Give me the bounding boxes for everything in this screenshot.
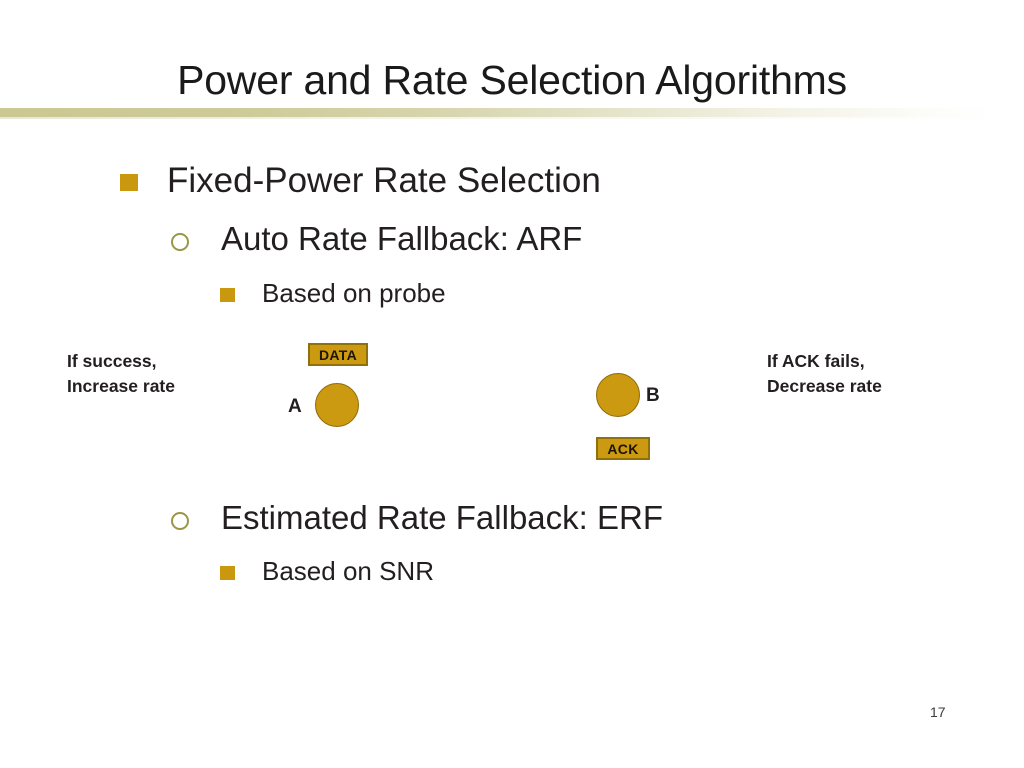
bullet-estimated-rate-fallback: Estimated Rate Fallback: ERF bbox=[171, 498, 663, 538]
annotation-line-1: If ACK fails, bbox=[767, 351, 865, 371]
annotation-if-ack-fails: If ACK fails, Decrease rate bbox=[767, 349, 882, 399]
hollow-circle-bullet-icon bbox=[171, 512, 189, 530]
filled-square-bullet-icon bbox=[120, 174, 138, 191]
hollow-circle-bullet-icon bbox=[171, 233, 189, 251]
node-a-label: A bbox=[288, 396, 302, 417]
annotation-line-2: Decrease rate bbox=[767, 376, 882, 396]
title-divider bbox=[0, 108, 1024, 117]
data-packet-box: DATA bbox=[308, 343, 368, 366]
bullet-label: Based on SNR bbox=[262, 556, 434, 586]
bullet-label: Auto Rate Fallback: ARF bbox=[221, 220, 583, 257]
bullet-based-on-snr: Based on SNR bbox=[220, 555, 434, 587]
bullet-fixed-power-rate-selection: Fixed-Power Rate Selection bbox=[120, 160, 601, 202]
bullet-label: Estimated Rate Fallback: ERF bbox=[221, 499, 663, 536]
page-title: Power and Rate Selection Algorithms bbox=[177, 57, 847, 103]
bullet-label: Fixed-Power Rate Selection bbox=[167, 161, 601, 200]
node-a-circle-icon bbox=[315, 383, 359, 427]
annotation-if-success: If success, Increase rate bbox=[67, 349, 175, 399]
annotation-line-2: Increase rate bbox=[67, 376, 175, 396]
page-number: 17 bbox=[930, 704, 946, 720]
node-b-label: B bbox=[646, 385, 660, 406]
filled-square-bullet-icon bbox=[220, 288, 235, 302]
annotation-line-1: If success, bbox=[67, 351, 157, 371]
title-divider-shadow bbox=[0, 117, 1024, 119]
node-b-circle-icon bbox=[596, 373, 640, 417]
bullet-label: Based on probe bbox=[262, 278, 446, 308]
filled-square-bullet-icon bbox=[220, 566, 235, 580]
ack-packet-box: ACK bbox=[596, 437, 650, 460]
bullet-auto-rate-fallback: Auto Rate Fallback: ARF bbox=[171, 219, 582, 259]
bullet-based-on-probe: Based on probe bbox=[220, 277, 446, 309]
